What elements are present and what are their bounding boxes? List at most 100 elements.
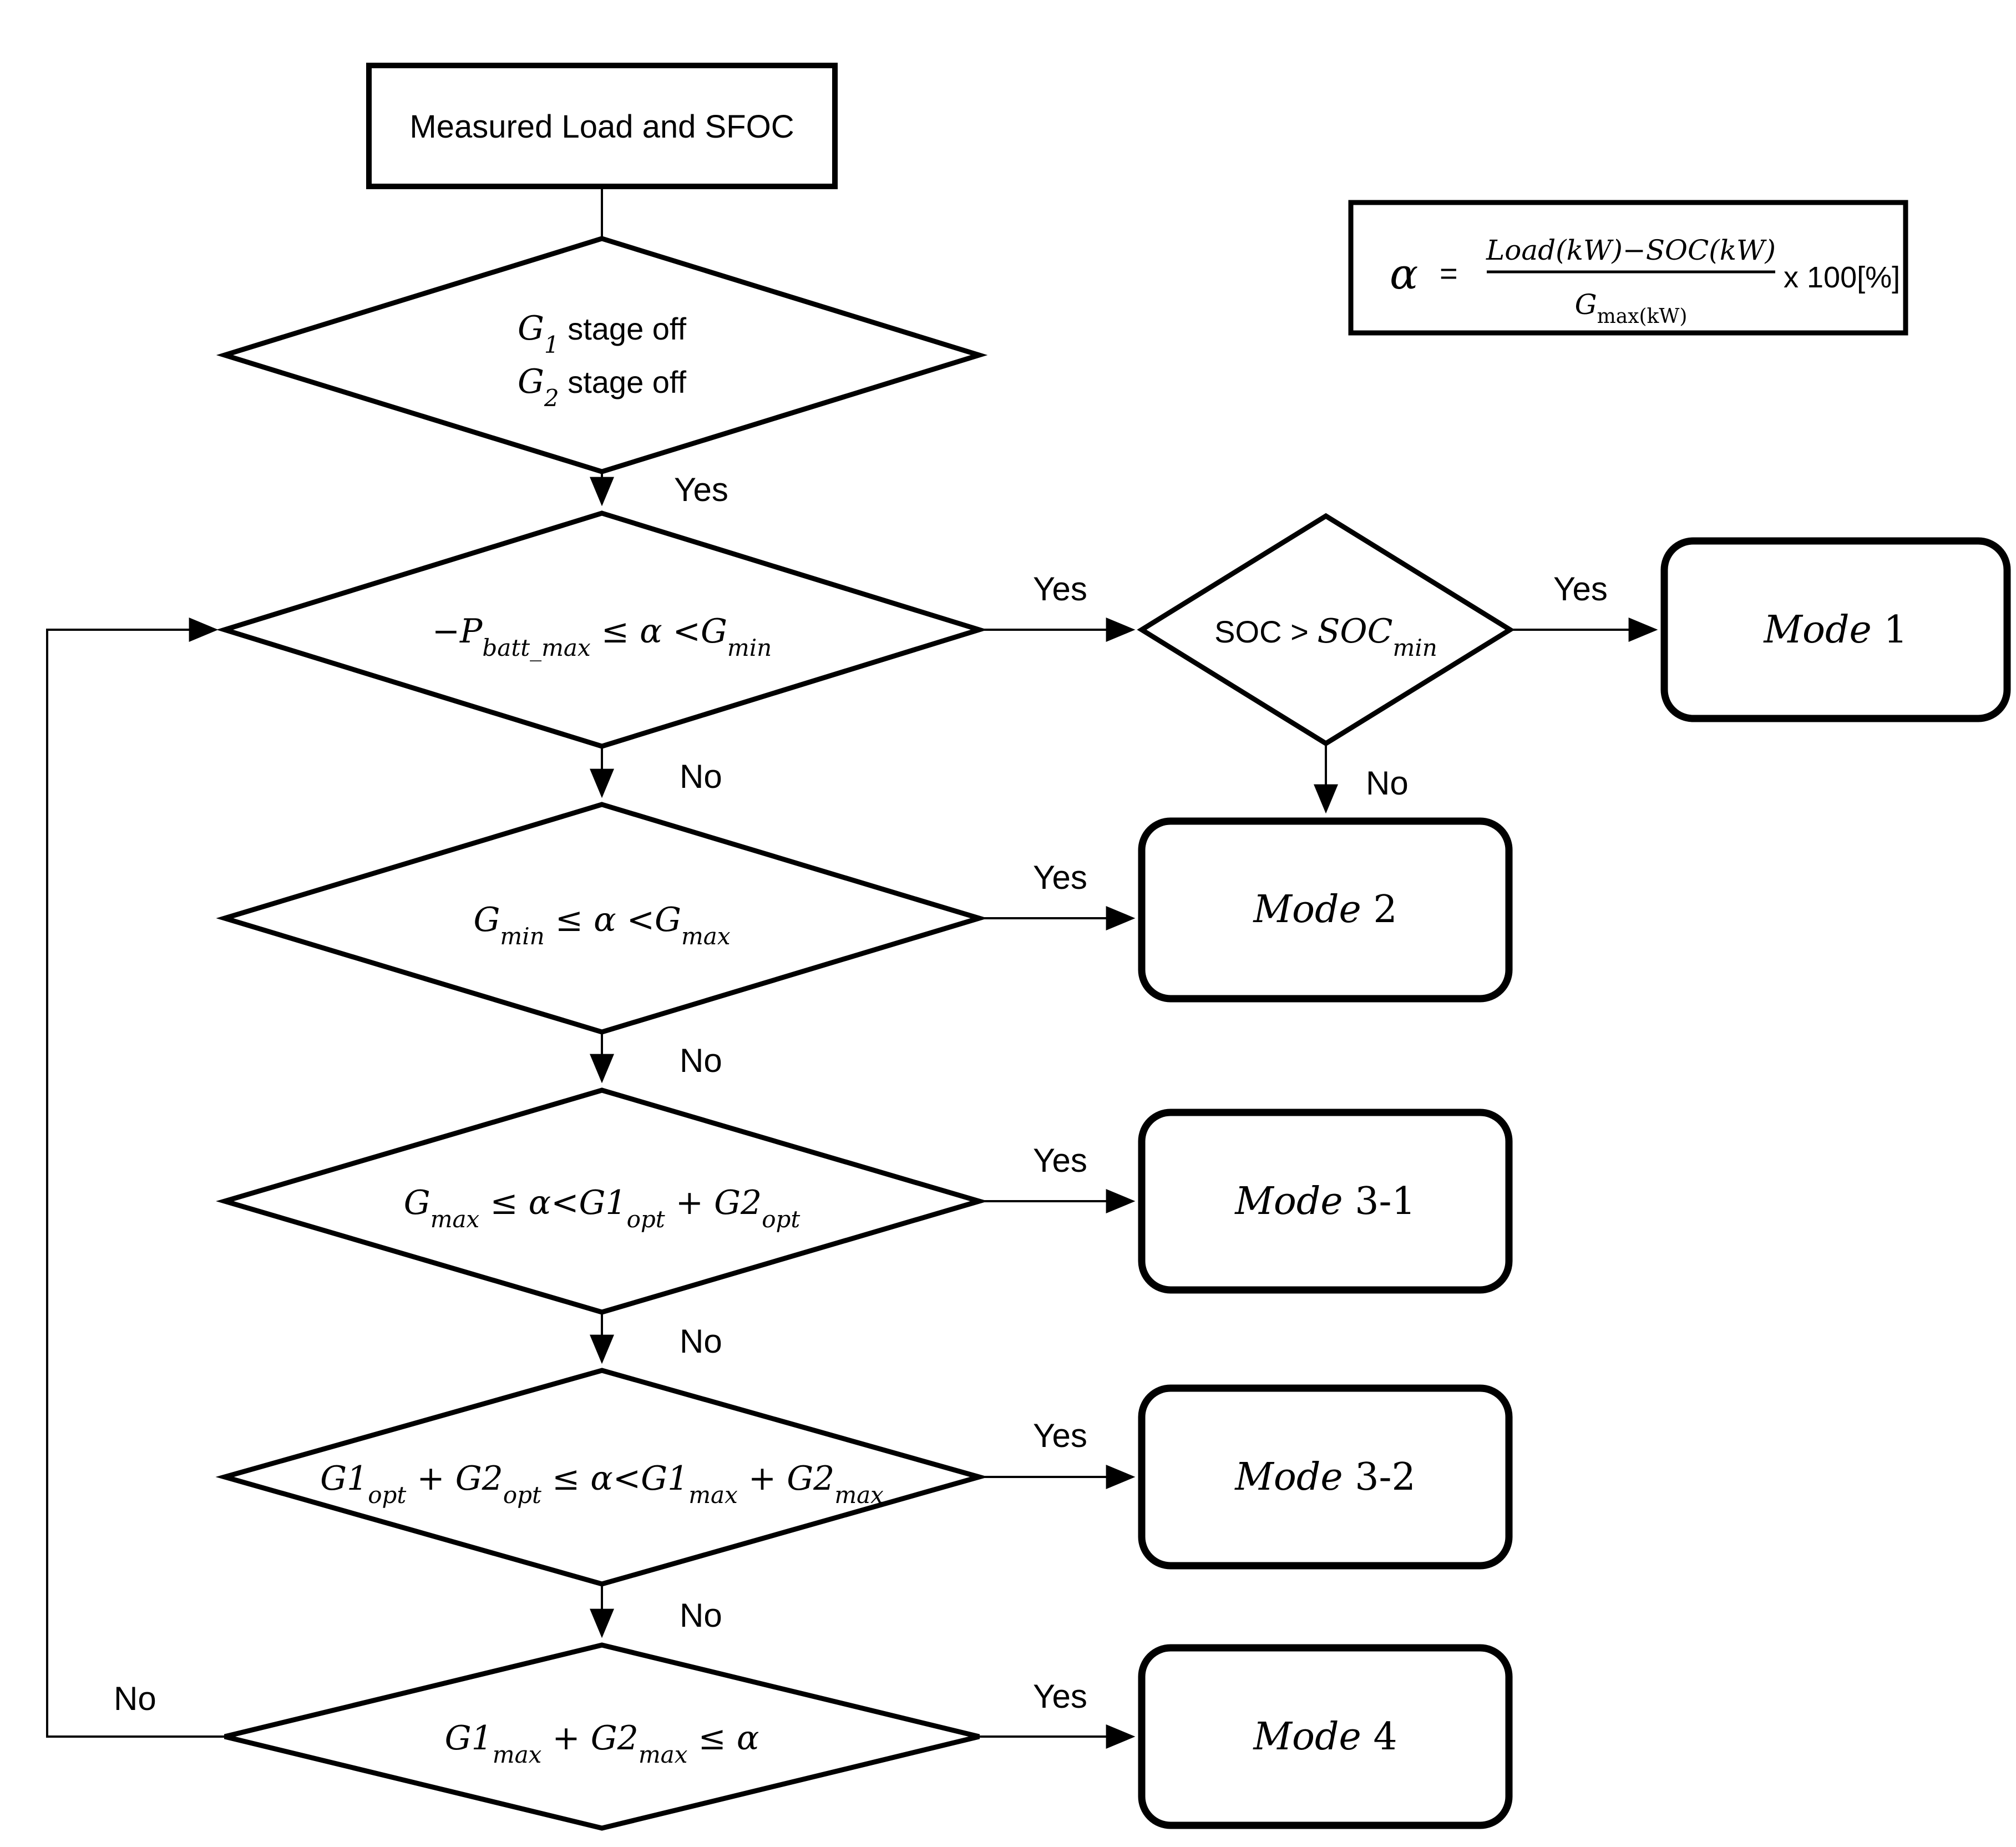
- mode-2-label: Mode 2: [1252, 888, 1397, 932]
- d2-var2-sub: min: [727, 634, 772, 661]
- decision-gmax-sum: [224, 1642, 980, 1831]
- mode-3-1-box: [1138, 1109, 1513, 1294]
- edge-label-no-gmin: No: [680, 1042, 722, 1079]
- edge-label-yes-optmax: Yes: [1033, 1417, 1087, 1454]
- d4-var3-sub: opt: [762, 1206, 800, 1233]
- d2-var1: −P: [432, 612, 483, 651]
- d5-op2: ≤: [541, 1459, 590, 1498]
- d5-op4: +: [738, 1459, 787, 1498]
- edge-label-no-feedback: No: [114, 1680, 156, 1717]
- d6-var2: G2: [591, 1719, 639, 1758]
- formula-numerator: Load(kW)−SOC(kW): [1486, 234, 1776, 266]
- d3-op2: <: [616, 900, 655, 939]
- decision-gmin-range-label: Gmin ≤ α <Gmax: [473, 900, 730, 950]
- dsoc-text: SOC >: [1214, 614, 1317, 649]
- d3-var1: G: [473, 900, 500, 939]
- decision-gmax-opt-range: [216, 1087, 988, 1315]
- d4-op3: +: [665, 1183, 714, 1222]
- decision-stage-off-line2: G2 stage off: [518, 362, 686, 412]
- mode-1-label: Mode 1: [1762, 608, 1907, 652]
- edge-label-yes-gmaxsum: Yes: [1033, 1678, 1087, 1715]
- d5-var3: G1: [641, 1459, 688, 1498]
- decision-stage-off-line1: G1 stage off: [518, 309, 686, 358]
- d5-var1: G1: [320, 1459, 368, 1498]
- d2-var1-sub: batt_max: [482, 634, 591, 661]
- mode-1-word: Mode: [1762, 608, 1871, 652]
- d2-var2: G: [701, 612, 727, 651]
- d2-op2: <: [662, 612, 701, 651]
- d3-var2-sub: max: [681, 923, 731, 950]
- d4-op1: ≤: [479, 1183, 528, 1222]
- edge-label-no-soc: No: [1366, 765, 1409, 802]
- d6-var1-sub: max: [493, 1741, 542, 1768]
- edge-label-no-gmaxopt: No: [680, 1323, 722, 1360]
- decision-opt-max-range-label: G1opt + G2opt ≤ α<G1max + G2max: [320, 1459, 884, 1509]
- mode-2-number: 2: [1361, 888, 1397, 932]
- start-box: [366, 63, 838, 189]
- edge-label-no-pbatt: No: [680, 758, 722, 795]
- decision-pbatt-range: [216, 510, 988, 749]
- mode-4-word: Mode: [1252, 1715, 1361, 1759]
- d6-var2-sub: max: [639, 1741, 688, 1768]
- d3-op1: ≤: [545, 900, 594, 939]
- mode-3-2-number: 3-2: [1343, 1455, 1416, 1499]
- edge-gmaxsum-no-feedback: [46, 618, 225, 1738]
- decision-stage-off: [216, 236, 988, 474]
- edge-label-yes-soc: Yes: [1553, 570, 1608, 608]
- d5-var4-sub: max: [834, 1481, 884, 1509]
- mode-4-box: [1138, 1644, 1513, 1829]
- d3-var1-sub: min: [500, 923, 544, 950]
- mode-3-2-label: Mode 3-2: [1234, 1455, 1415, 1499]
- d6-var1: G1: [445, 1719, 493, 1758]
- d3-alpha: α: [594, 900, 616, 939]
- d1-text1: stage off: [559, 311, 687, 346]
- mode-3-1-word: Mode: [1234, 1180, 1343, 1223]
- d5-op3: <: [613, 1459, 641, 1498]
- d5-var2-sub: opt: [503, 1481, 541, 1509]
- dsoc-var-sub: min: [1393, 634, 1437, 661]
- dsoc-var: SOC: [1317, 612, 1392, 651]
- d5-var4: G2: [787, 1459, 834, 1498]
- d5-op1: +: [406, 1459, 455, 1498]
- d5-var3-sub: max: [688, 1481, 738, 1509]
- mode-4-label: Mode 4: [1252, 1715, 1397, 1759]
- d2-op1: ≤: [591, 612, 640, 651]
- mode-3-1-number: 3-1: [1343, 1180, 1416, 1223]
- formula-equals: =: [1440, 256, 1458, 291]
- d6-alpha: α: [737, 1719, 759, 1758]
- mode-3-2-box: [1138, 1384, 1513, 1570]
- d4-alpha: α: [529, 1183, 551, 1222]
- decision-gmax-opt-range-label: Gmax ≤ α<G1opt + G2opt: [404, 1183, 801, 1233]
- d6-op1: +: [541, 1719, 590, 1758]
- d5-var2: G2: [455, 1459, 503, 1498]
- d4-var1: G: [404, 1183, 430, 1222]
- mode-1-box: [1660, 537, 2011, 722]
- d6-op2: ≤: [687, 1719, 736, 1758]
- formula-den-sub: max(kW): [1597, 305, 1688, 328]
- d3-var2: G: [655, 900, 681, 939]
- formula-box: [1348, 200, 1908, 336]
- d4-var2: G1: [579, 1183, 626, 1222]
- start-box-label: Measured Load and SFOC: [409, 109, 794, 145]
- decision-pbatt-range-label: −Pbatt_max ≤ α <Gmin: [432, 612, 772, 661]
- d1-g2-sub: 2: [544, 384, 559, 412]
- d1-g1: G: [518, 309, 544, 348]
- d1-g2: G: [518, 362, 544, 401]
- decision-opt-max-range: [215, 1368, 989, 1587]
- formula-suffix: x 100[%]: [1784, 261, 1900, 294]
- formula-alpha: α: [1390, 249, 1418, 298]
- d4-var3: G2: [714, 1183, 762, 1222]
- mode-1-number: 1: [1872, 608, 1908, 652]
- decision-soc-label: SOC > SOCmin: [1214, 612, 1437, 661]
- formula-denominator: Gmax(kW): [1575, 289, 1688, 328]
- mode-4-number: 4: [1361, 1715, 1397, 1759]
- d4-op2: <: [551, 1183, 579, 1222]
- d2-alpha: α: [640, 612, 662, 651]
- d1-text2: stage off: [559, 365, 687, 399]
- d4-var2-sub: opt: [627, 1206, 665, 1233]
- d1-g1-sub: 1: [544, 331, 559, 358]
- d4-var1-sub: max: [430, 1206, 480, 1233]
- mode-2-box: [1138, 817, 1513, 1003]
- edge-label-yes-pbatt: Yes: [1033, 570, 1087, 608]
